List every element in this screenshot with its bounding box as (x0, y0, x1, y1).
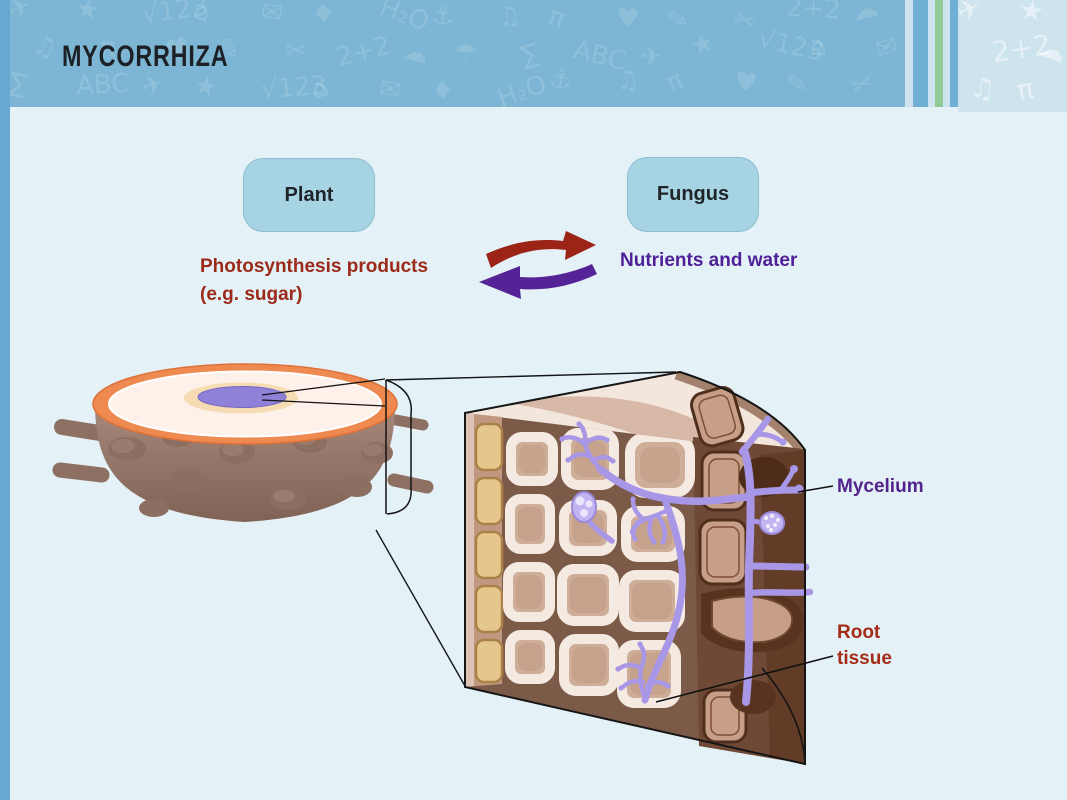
pattern-glyph-icon: ∑ (517, 37, 543, 72)
magnification-lines (375, 371, 677, 687)
pattern-glyph-icon: ♦ (429, 75, 456, 107)
root-tissue-leader-line (655, 655, 834, 703)
mycelium-label: Mycelium (837, 476, 924, 497)
pattern-glyph-icon: ♫ (614, 65, 641, 98)
pattern-glyph-icon: H₂O (493, 69, 552, 107)
right-icon-band: ✈★2+2☁♫π (958, 0, 1067, 112)
pattern-glyph-icon: ✉ (259, 0, 284, 30)
pattern-glyph-icon: ∑ (10, 67, 30, 101)
pattern-glyph-icon: 2+2 (784, 0, 842, 26)
epidermis-cells (474, 422, 504, 684)
decor-stripes (905, 0, 958, 107)
hypha-tips (559, 421, 804, 691)
label-leader-lines (655, 485, 834, 703)
pattern-glyph-icon: ✉ (872, 30, 902, 66)
photosynthesis-products-line: Photosynthesis products (200, 256, 429, 277)
decor-stripe-light (943, 0, 950, 107)
surface-cells (689, 386, 748, 744)
wedge-corner-arc (761, 667, 806, 762)
pattern-glyph-icon: ✂ (729, 3, 760, 39)
pattern-glyph-icon: π (1013, 71, 1036, 107)
pattern-glyph-icon: ♥ (614, 3, 640, 35)
mycorrhiza-illustration (52, 363, 834, 766)
decor-stripe-blue (950, 0, 958, 107)
fungus-box: Fungus (627, 157, 759, 232)
header-band: ✈★√123⌂✉♦H₂O⚓♫π♥✎✂2+2☁♫π♥✎✂2+2☁☂∑ABC✈★√1… (10, 0, 905, 107)
pattern-glyph-icon: ★ (191, 70, 220, 105)
root-tissue-wedge (464, 370, 814, 766)
vascular-core (197, 386, 287, 408)
decor-stripe-blue (913, 0, 928, 107)
pattern-glyph-icon: ⚓ (429, 0, 456, 32)
page-title: MYCORRHIZA (62, 40, 229, 73)
pattern-glyph-icon: π (544, 1, 570, 35)
plant-box: Plant (243, 158, 375, 232)
pattern-glyph-icon: 2+2 (333, 30, 394, 73)
decor-stripe-light (905, 0, 913, 107)
root-tissue-label: Root tissue (837, 622, 892, 669)
header-icon-pattern: ✈★√123⌂✉♦H₂O⚓♫π♥✎✂2+2☁♫π♥✎✂2+2☁☂∑ABC✈★√1… (10, 0, 905, 107)
pattern-glyph-icon: ✂ (284, 35, 307, 66)
pattern-glyph-icon: ✂ (847, 67, 879, 104)
pattern-glyph-icon: ★ (687, 27, 719, 63)
pattern-glyph-icon: ✈ (958, 0, 986, 30)
pattern-glyph-icon: ☁ (849, 0, 882, 28)
nutrients-water-text: Nutrients and water (620, 250, 798, 271)
pattern-glyph-icon: ♫ (494, 0, 524, 34)
pattern-glyph-icon: ABC (74, 68, 130, 102)
pattern-glyph-icon: ♫ (28, 28, 61, 65)
root-cylinder (52, 363, 434, 522)
exchange-arrows-icon (479, 231, 597, 299)
pattern-glyph-icon: ✈ (138, 68, 169, 104)
pattern-glyph-icon: ★ (1016, 0, 1046, 29)
pattern-glyph-icon: ⚓ (546, 63, 575, 97)
wedge-top-edge-shade (674, 370, 804, 452)
arrow-right-red-icon (486, 231, 596, 268)
pattern-glyph-icon: ✎ (783, 68, 810, 101)
photosynthesis-products-text: Photosynthesis products (e.g. sugar) (200, 253, 428, 309)
decor-stripe-light (928, 0, 935, 107)
epidermis-edge (465, 413, 474, 687)
mycelium-leader-line (797, 485, 834, 493)
decor-stripe-green (935, 0, 943, 107)
pattern-glyph-icon: ☁ (399, 34, 433, 71)
wedge-outline (464, 370, 806, 766)
pattern-glyph-icon: ✈ (639, 41, 662, 72)
pattern-glyph-icon: ★ (73, 0, 101, 27)
fungus-label: Fungus (656, 183, 730, 205)
sugar-note-line: (e.g. sugar) (200, 284, 303, 305)
pattern-glyph-icon: ♥ (732, 66, 760, 100)
mycelium-network (559, 415, 814, 706)
pattern-glyph-icon: ✎ (664, 3, 692, 37)
arrow-left-purple-icon (479, 264, 597, 299)
pattern-glyph-icon: ✈ (10, 0, 36, 27)
pattern-glyph-icon: ✉ (376, 73, 404, 107)
vesicles (571, 491, 785, 535)
pattern-glyph-icon: π (662, 65, 688, 100)
pattern-glyph-icon: ☂ (454, 38, 478, 69)
pattern-glyph-icon: ♦ (310, 0, 338, 31)
pattern-glyph-icon: ⌂ (808, 31, 827, 62)
pattern-glyph-icon: ♫ (968, 70, 997, 106)
cut-wedge-lines (261, 378, 413, 515)
plant-label: Plant (284, 183, 334, 206)
left-edge-stripe (0, 0, 10, 800)
